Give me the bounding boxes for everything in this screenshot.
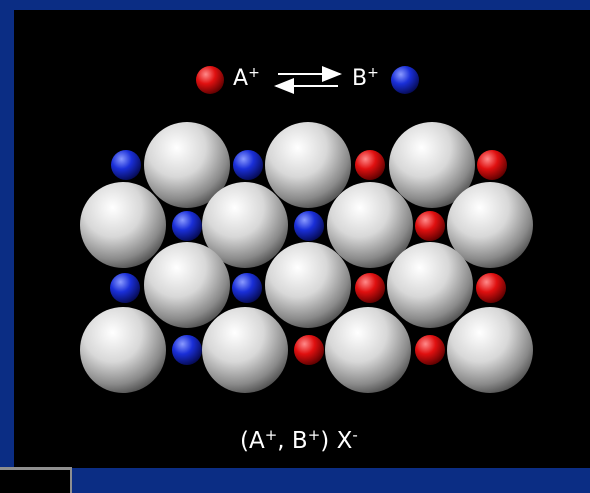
- anion-ball: [265, 122, 351, 208]
- anion-ball: [389, 122, 475, 208]
- anion-ball: [447, 182, 533, 268]
- anion-ball: [80, 182, 166, 268]
- anion-ball: [325, 307, 411, 393]
- cation-a-ball: [477, 150, 507, 180]
- anion-ball: [387, 242, 473, 328]
- anion-ball: [202, 182, 288, 268]
- cation-a-ball: [355, 273, 385, 303]
- cation-b-ball: [294, 211, 324, 241]
- cation-b-legend-ball: [391, 66, 419, 94]
- cation-b-ball: [233, 150, 263, 180]
- anion-ball: [202, 307, 288, 393]
- anion-ball: [327, 182, 413, 268]
- cation-b-ball: [110, 273, 140, 303]
- anion-ball: [265, 242, 351, 328]
- anion-ball: [144, 242, 230, 328]
- anion-ball: [80, 307, 166, 393]
- cation-a-ball: [294, 335, 324, 365]
- cation-b-ball: [172, 335, 202, 365]
- cation-a-ball: [476, 273, 506, 303]
- cation-b-ball: [172, 211, 202, 241]
- frame-corner-inner: [0, 470, 70, 493]
- cation-b-label: B+: [352, 65, 379, 91]
- cation-b-ball: [111, 150, 141, 180]
- cation-b-ball: [232, 273, 262, 303]
- cation-a-ball: [355, 150, 385, 180]
- chemical-formula: (A+, B+) X-: [240, 426, 358, 454]
- anion-ball: [144, 122, 230, 208]
- cation-a-label: A+: [233, 65, 260, 91]
- anion-ball: [447, 307, 533, 393]
- crystal-lattice: [80, 122, 533, 393]
- cation-a-ball: [415, 335, 445, 365]
- cation-a-legend-ball: [196, 66, 224, 94]
- cation-a-ball: [415, 211, 445, 241]
